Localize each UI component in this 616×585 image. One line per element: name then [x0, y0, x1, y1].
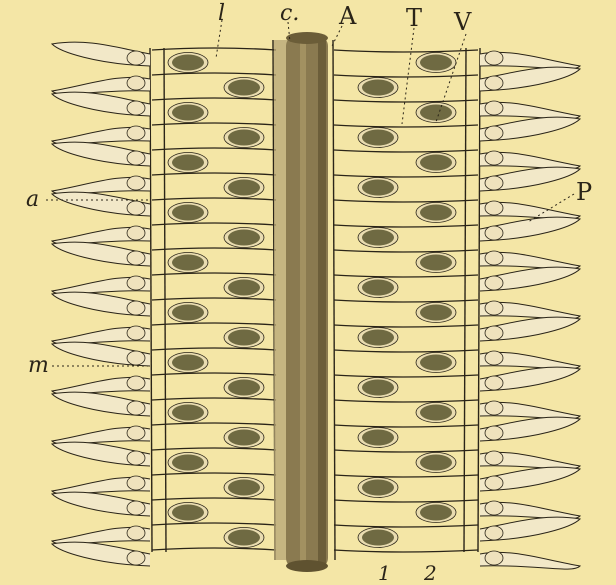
label-a: a — [26, 187, 39, 212]
right-process-knob — [485, 376, 503, 390]
nucleus — [420, 505, 452, 521]
right-process-knob — [485, 251, 503, 265]
nucleus — [362, 380, 394, 396]
right-process-knob — [485, 526, 503, 540]
nucleus — [228, 380, 260, 396]
left-process-knob — [127, 76, 145, 90]
right-process-knob — [485, 501, 503, 515]
nucleus — [362, 80, 394, 96]
right-process-knob — [485, 451, 503, 465]
nucleus — [420, 455, 452, 471]
right-process-knob — [485, 51, 503, 65]
nucleus — [228, 180, 260, 196]
left-process-knob — [127, 301, 145, 315]
left-process-knob — [127, 101, 145, 115]
nucleus — [172, 205, 204, 221]
nucleus — [362, 180, 394, 196]
axis-top-cap — [286, 32, 328, 44]
right-process-knob — [485, 351, 503, 365]
nucleus — [420, 305, 452, 321]
right-process-knob — [485, 176, 503, 190]
label-V: V — [453, 8, 472, 36]
left-process-knob — [127, 351, 145, 365]
label-2: 2 — [423, 561, 437, 585]
nucleus — [172, 255, 204, 271]
left-process-knob — [127, 51, 145, 65]
nucleus — [420, 205, 452, 221]
right-process-knob — [485, 101, 503, 115]
left-process-knob — [127, 401, 145, 415]
right-process-knob — [485, 301, 503, 315]
nucleus — [362, 530, 394, 546]
nucleus — [172, 405, 204, 421]
label-P: P — [576, 178, 592, 206]
left-process-knob — [127, 326, 145, 340]
label-m: m — [28, 353, 49, 378]
label-T: T — [406, 4, 422, 32]
right-process-knob — [485, 226, 503, 240]
left-process-knob — [127, 476, 145, 490]
nucleus — [362, 330, 394, 346]
left-process-knob — [127, 451, 145, 465]
nucleus — [228, 80, 260, 96]
label-c: c. — [280, 1, 299, 26]
nucleus — [172, 505, 204, 521]
right-process-knob — [485, 426, 503, 440]
right-process-knob — [485, 201, 503, 215]
right-process-knob — [485, 476, 503, 490]
label-l: l — [218, 1, 225, 26]
right-process-knob — [485, 126, 503, 140]
nucleus — [362, 130, 394, 146]
nucleus — [228, 530, 260, 546]
nucleus — [420, 105, 452, 121]
left-process-knob — [127, 176, 145, 190]
axis-shadow — [318, 40, 326, 564]
nucleus — [420, 155, 452, 171]
nucleus — [172, 155, 204, 171]
left-process-knob — [127, 376, 145, 390]
nucleus — [228, 230, 260, 246]
right-process-knob — [485, 76, 503, 90]
nucleus — [172, 55, 204, 71]
nucleus — [172, 305, 204, 321]
nucleus — [420, 355, 452, 371]
nucleus — [362, 480, 394, 496]
left-process-knob — [127, 276, 145, 290]
left-process-knob — [127, 126, 145, 140]
nucleus — [420, 255, 452, 271]
right-process-knob — [485, 326, 503, 340]
nucleus — [420, 405, 452, 421]
central-axis — [274, 32, 328, 572]
left-process-knob — [127, 551, 145, 565]
left-process-knob — [127, 426, 145, 440]
right-process-knob — [485, 401, 503, 415]
left-process-knob — [127, 251, 145, 265]
right-process-knob — [485, 151, 503, 165]
nucleus — [228, 130, 260, 146]
nucleus — [362, 230, 394, 246]
nucleus — [362, 430, 394, 446]
axis-bottom-cap — [286, 560, 328, 572]
left-process-knob — [127, 226, 145, 240]
right-process-knob — [485, 276, 503, 290]
nucleus — [420, 55, 452, 71]
nucleus — [172, 105, 204, 121]
label-A: A — [338, 2, 357, 30]
axis-highlight — [300, 40, 306, 564]
nucleus — [172, 355, 204, 371]
nucleus — [362, 280, 394, 296]
right-process-knob — [485, 551, 503, 565]
left-process-knob — [127, 526, 145, 540]
left-process-knob — [127, 201, 145, 215]
nucleus — [228, 430, 260, 446]
left-process-knob — [127, 151, 145, 165]
nucleus — [172, 455, 204, 471]
label-1: 1 — [378, 561, 391, 585]
left-process-knob — [127, 501, 145, 515]
nucleus — [228, 280, 260, 296]
nucleus — [228, 480, 260, 496]
nucleus — [228, 330, 260, 346]
